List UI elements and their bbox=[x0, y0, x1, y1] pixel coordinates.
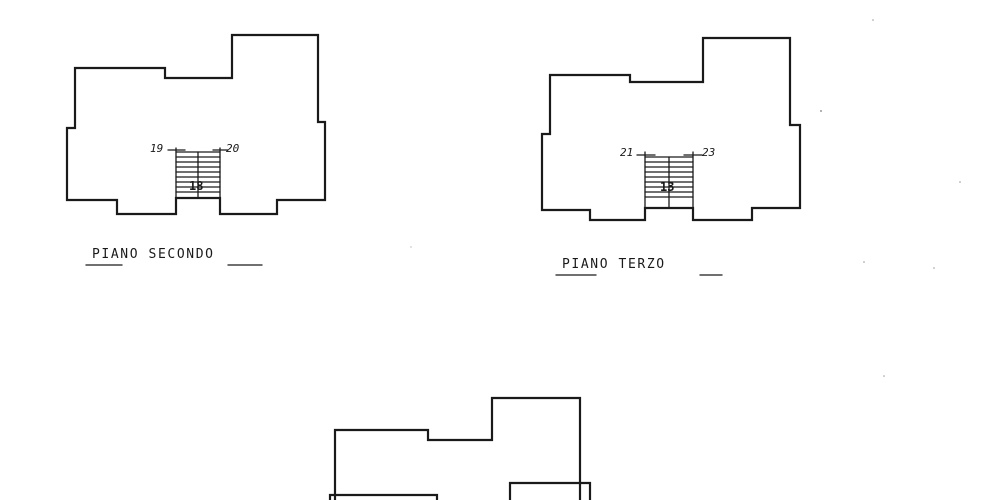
plan-outline-top bbox=[333, 396, 582, 500]
plan-stair-left-wall bbox=[328, 493, 439, 500]
stair-well bbox=[167, 147, 229, 199]
section-mark-23: 23 bbox=[702, 146, 715, 159]
plan-piano-secondo: 19 20 18 PIANO SECONDO bbox=[65, 33, 327, 266]
stair-well bbox=[636, 151, 703, 209]
stair-label: 13 bbox=[660, 180, 674, 194]
scan-noise bbox=[410, 19, 961, 377]
section-mark-21: 21 bbox=[620, 146, 633, 159]
plan-piano-bottom bbox=[328, 396, 592, 500]
plan-title: PIANO TERZO bbox=[562, 257, 666, 272]
stair-label: 18 bbox=[189, 179, 203, 193]
section-mark-19: 19 bbox=[150, 142, 163, 155]
plan-piano-terzo: 21 23 13 PIANO TERZO bbox=[540, 36, 802, 276]
section-mark-20: 20 bbox=[226, 142, 240, 155]
plan-stair-right-wall bbox=[508, 481, 592, 500]
plan-outline bbox=[65, 33, 327, 216]
plan-outline bbox=[540, 36, 802, 222]
plan-title: PIANO SECONDO bbox=[92, 247, 215, 262]
